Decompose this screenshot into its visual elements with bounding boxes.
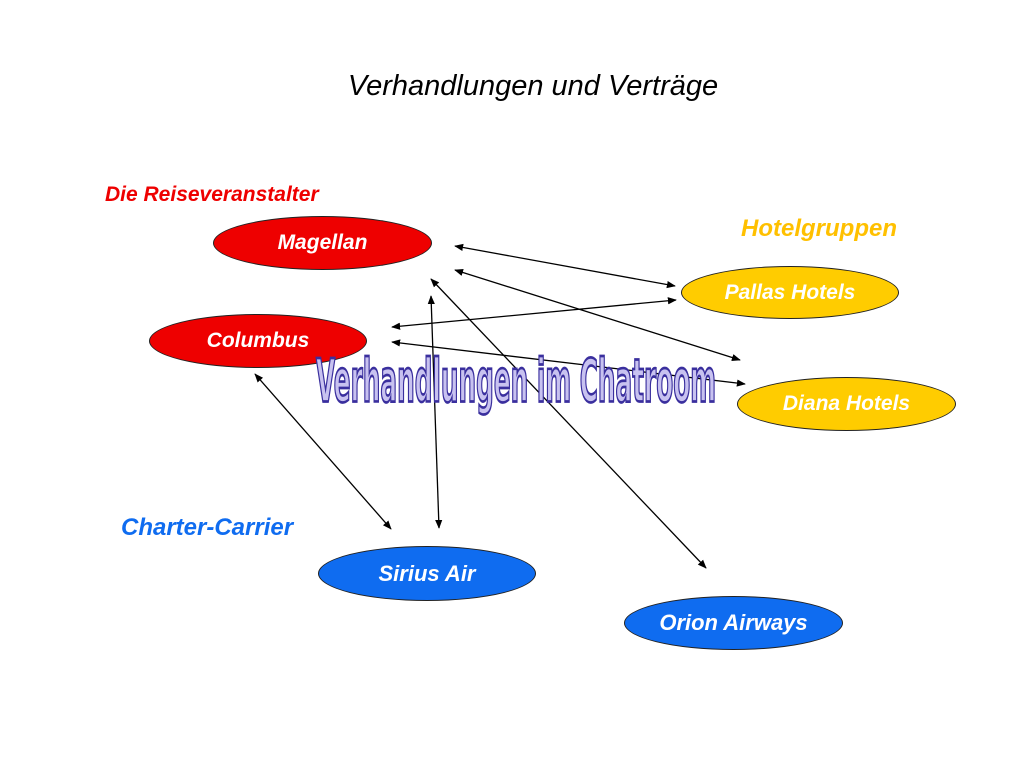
node-diana-hotels: Diana Hotels bbox=[737, 377, 956, 431]
chatroom-banner: Verhandlungen im Chatroom bbox=[315, 346, 717, 418]
arrow-magellan-orion bbox=[430, 278, 707, 569]
page-title: Verhandlungen und Verträge bbox=[347, 70, 719, 102]
node-columbus: Columbus bbox=[149, 314, 367, 368]
arrow-columbus-sirius bbox=[254, 373, 392, 530]
node-orion-airways: Orion Airways bbox=[624, 596, 843, 650]
arrow-columbus-diana bbox=[391, 339, 746, 387]
arrow-columbus-pallas bbox=[391, 297, 677, 330]
chatroom-banner-text: Verhandlungen im Chatroom bbox=[316, 347, 716, 416]
group-label-hotel-groups: Hotelgruppen bbox=[741, 215, 897, 242]
group-label-tour-operators: Die Reiseveranstalter bbox=[105, 183, 319, 206]
node-pallas-hotels: Pallas Hotels bbox=[681, 266, 899, 319]
node-magellan: Magellan bbox=[213, 216, 432, 270]
node-sirius-air: Sirius Air bbox=[318, 546, 536, 601]
